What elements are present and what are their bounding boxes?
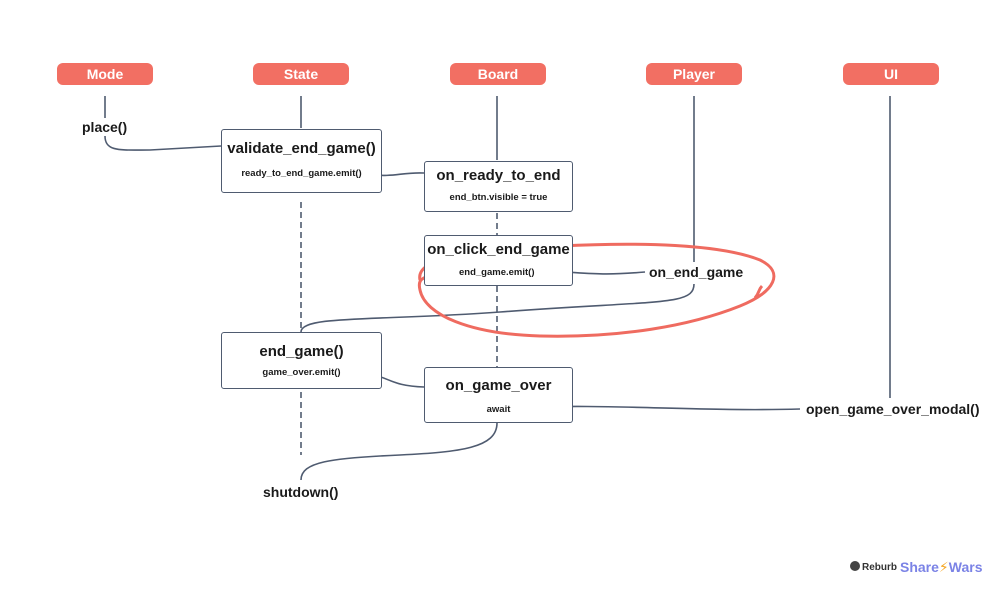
sharewars-logo-right: Wars bbox=[948, 559, 983, 575]
connector-board-shutdown bbox=[300, 422, 498, 481]
node-title: end_game() bbox=[259, 343, 344, 360]
highlight-ellipse-tail bbox=[753, 284, 764, 299]
node-subtitle: await bbox=[486, 404, 511, 415]
node-on-game-over: on_game_over await bbox=[424, 367, 573, 423]
node-subtitle: end_btn.visible = true bbox=[449, 192, 548, 203]
node-open-game-over-modal: open_game_over_modal() bbox=[806, 401, 980, 417]
node-on-end-game: on_end_game bbox=[649, 264, 744, 280]
node-title: on_click_end_game bbox=[427, 241, 570, 258]
connector-player-state bbox=[300, 283, 695, 333]
node-title: validate_end_game() bbox=[227, 140, 376, 157]
lane-header-player: Player bbox=[646, 63, 742, 85]
node-subtitle: game_over.emit() bbox=[262, 367, 341, 378]
connector-place-validate bbox=[104, 135, 222, 151]
lane-header-mode: Mode bbox=[57, 63, 153, 85]
reburb-logo-text: Reburb bbox=[862, 562, 897, 573]
sharewars-logo-left: Share bbox=[900, 559, 939, 575]
lane-header-ui: UI bbox=[843, 63, 939, 85]
bolt-icon: ⚡ bbox=[938, 559, 949, 575]
node-subtitle: ready_to_end_game.emit() bbox=[241, 168, 362, 179]
node-title: on_game_over bbox=[445, 377, 552, 394]
node-on-ready-to-end: on_ready_to_end end_btn.visible = true bbox=[424, 161, 573, 212]
node-shutdown: shutdown() bbox=[263, 484, 339, 500]
node-validate-end-game: validate_end_game() ready_to_end_game.em… bbox=[221, 129, 382, 193]
node-on-click-end-game: on_click_end_game end_game.emit() bbox=[424, 235, 573, 286]
node-end-game: end_game() game_over.emit() bbox=[221, 332, 382, 389]
lane-header-board: Board bbox=[450, 63, 546, 85]
node-subtitle: end_game.emit() bbox=[459, 267, 535, 278]
node-place: place() bbox=[82, 119, 128, 135]
node-title: on_ready_to_end bbox=[436, 167, 561, 184]
reburb-logo-icon bbox=[850, 561, 860, 571]
sharewars-logo: Share⚡Wars bbox=[900, 559, 982, 576]
reburb-logo: Reburb bbox=[850, 561, 897, 573]
lane-header-state: State bbox=[253, 63, 349, 85]
